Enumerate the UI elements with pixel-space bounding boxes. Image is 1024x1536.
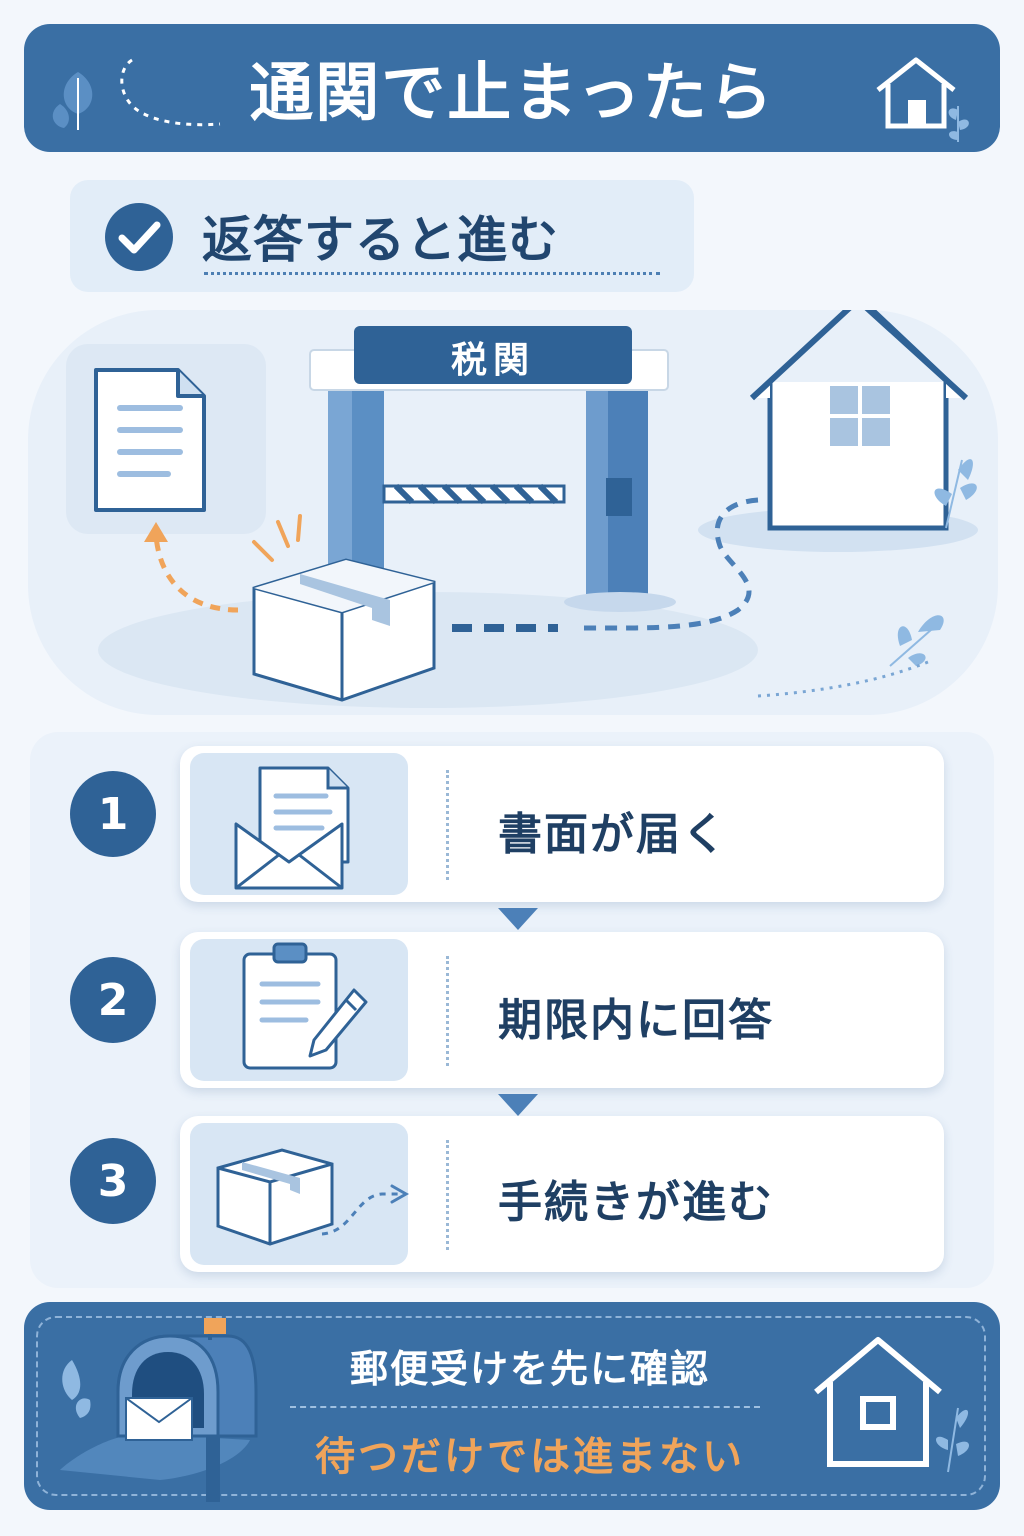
mailbox-icon [60,1318,258,1502]
title-banner: 通関で止まったら [24,24,1000,152]
down-arrow-icon [498,908,538,930]
step-number-3: 3 [70,1138,156,1224]
package-moving-icon [216,1148,410,1246]
footer-check-mailbox: 郵便受けを先に確認 [349,1347,710,1391]
step-label-3: 手続きが進む [498,1177,774,1228]
leaf-icon [948,106,969,142]
step-label-1: 書面が届く [498,809,728,860]
check-circle-icon [105,203,173,271]
customs-gate-label: 税関 [450,340,535,381]
step-number-1: 1 [70,771,156,857]
down-arrow-icon [498,1094,538,1116]
step-label-2: 期限内に回答 [498,995,774,1046]
house-icon [814,1337,970,1473]
step-divider-2 [446,956,449,1066]
page-title: 通関で止まったら [249,57,775,131]
leaf-icon [52,72,93,130]
envelope-document-icon [234,766,350,890]
subtitle-underline [204,272,660,275]
house-icon [876,57,956,129]
footer-dashed-frame [36,1316,986,1496]
subtitle-text: 返答すると進む [202,211,559,269]
step-number-2: 2 [70,957,156,1043]
customs-illustration [66,310,978,708]
footer-warning: 待つだけでは進まない [315,1434,745,1480]
dotted-path-icon [120,58,221,127]
step-divider-1 [446,770,449,880]
footer-separator [290,1406,760,1408]
step-divider-3 [446,1140,449,1250]
clipboard-pencil-icon [242,942,368,1070]
